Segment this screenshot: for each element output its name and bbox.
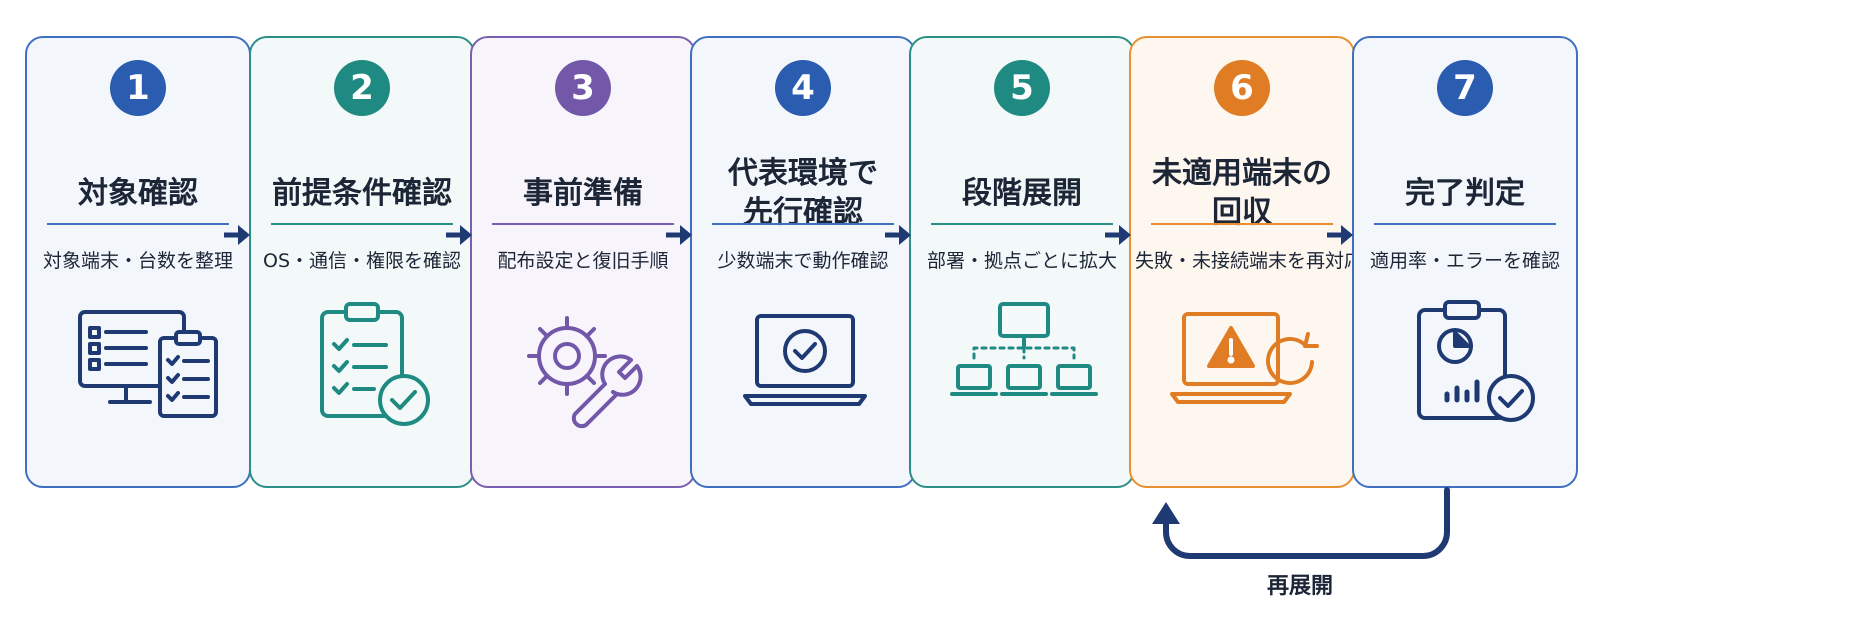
step-desc-2: OS・通信・権限を確認 — [262, 250, 462, 272]
step-number-4: 4 — [775, 60, 831, 116]
flow-arrow-5 — [1105, 225, 1131, 245]
step-divider-2 — [271, 223, 453, 225]
step-title-1: 対象確認 — [78, 175, 198, 211]
step-card-7: 7 完了判定 適用率・エラーを確認 — [1352, 36, 1578, 488]
flow-arrow-4 — [885, 225, 911, 245]
step-number-3: 3 — [555, 60, 611, 116]
step-title-7: 完了判定 — [1405, 175, 1525, 211]
step-divider-5 — [931, 223, 1113, 225]
step-desc-1: 対象端末・台数を整理 — [42, 250, 233, 272]
step-number-1: 1 — [110, 60, 166, 116]
step-desc-5: 部署・拠点ごとに拡大 — [926, 250, 1117, 272]
step-divider-6 — [1151, 223, 1333, 225]
flow-arrow-2 — [446, 225, 472, 245]
step-divider-7 — [1374, 223, 1556, 225]
step-title-2: 前提条件確認 — [272, 175, 452, 211]
flow-arrow-6 — [1327, 225, 1353, 245]
laptop-warning-icon — [1170, 312, 1319, 404]
step-desc-3: 配布設定と復旧手順 — [497, 250, 669, 272]
step-desc-4: 少数端末で動作確認 — [717, 250, 889, 272]
flow-arrow-3 — [666, 225, 692, 245]
step-title-3: 事前準備 — [523, 175, 643, 211]
step-number-5: 5 — [994, 60, 1050, 116]
step-number-2: 2 — [334, 60, 390, 116]
step-card-4: 4 代表環境で 先行確認 少数端末で動作確認 — [690, 36, 916, 488]
gear-wrench-icon — [527, 316, 643, 429]
step-number-7: 7 — [1437, 60, 1493, 116]
network-deploy-icon — [950, 302, 1098, 396]
step-card-6: 6 未適用端末の 回収 失敗・未接続端末を再対応 — [1129, 36, 1364, 488]
flow-arrow-1 — [224, 225, 250, 245]
report-check-icon — [1417, 300, 1535, 422]
step-desc-7: 適用率・エラーを確認 — [1369, 250, 1560, 272]
step-divider-3 — [492, 223, 674, 225]
laptop-check-icon — [743, 314, 867, 406]
redeploy-label: 再展開 — [1266, 574, 1333, 599]
step-card-1: 1 対象確認 対象端末・台数を整理 — [25, 36, 251, 488]
step-number-6: 6 — [1214, 60, 1270, 116]
clipboard-check-icon — [320, 302, 430, 426]
monitor-checklist-icon — [78, 310, 218, 418]
step-title-5: 段階展開 — [962, 175, 1082, 211]
step-divider-1 — [47, 223, 229, 225]
step-card-2: 2 前提条件確認 OS・通信・権限を確認 — [249, 36, 475, 488]
step-desc-6: 失敗・未接続端末を再対応 — [1135, 250, 1364, 272]
step-divider-4 — [712, 223, 894, 225]
